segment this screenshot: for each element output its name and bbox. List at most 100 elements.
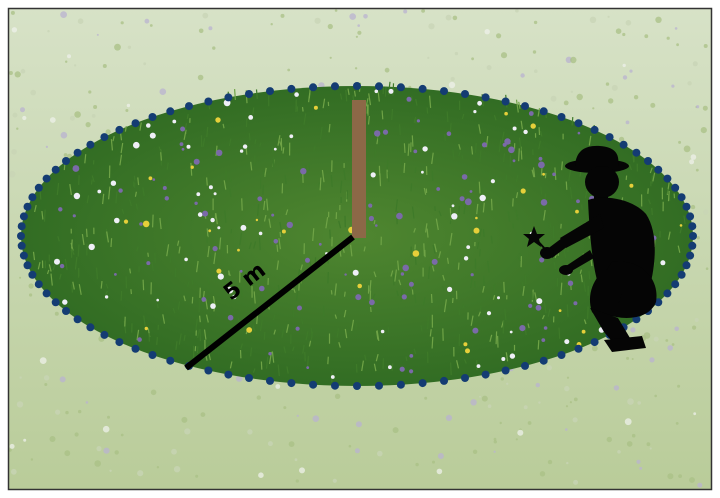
meadow-speckle xyxy=(103,448,109,454)
boundary-dot xyxy=(440,377,448,385)
wildflower xyxy=(146,261,150,265)
grass-blade xyxy=(97,268,98,280)
boundary-dot xyxy=(353,82,361,90)
wildflower xyxy=(355,294,361,300)
wildflower xyxy=(289,134,293,138)
meadow-speckle xyxy=(650,103,655,108)
meadow-speckle xyxy=(150,24,153,27)
grass-blade xyxy=(490,171,491,179)
meadow-speckle xyxy=(697,236,700,239)
wildflower xyxy=(402,294,407,299)
grass-blade xyxy=(545,173,546,178)
wildflower xyxy=(472,328,478,334)
wildflower xyxy=(463,342,467,346)
wildflower xyxy=(466,245,470,249)
wildflower xyxy=(216,269,221,274)
boundary-dot xyxy=(591,126,599,134)
wildflower xyxy=(146,123,151,128)
boundary-dot xyxy=(52,166,60,174)
meadow-speckle xyxy=(691,154,697,160)
meadow-speckle xyxy=(516,438,518,440)
grass-blade xyxy=(572,117,573,125)
meadow-speckle xyxy=(121,434,124,437)
wildflower xyxy=(54,259,60,265)
meadow-speckle xyxy=(86,401,89,404)
wildflower xyxy=(114,218,120,224)
wildflower xyxy=(475,217,478,220)
meadow-speckle xyxy=(12,27,17,32)
grass-blade xyxy=(414,118,415,123)
grass-blade xyxy=(404,143,405,153)
meadow-speckle xyxy=(349,445,352,448)
meadow-speckle xyxy=(438,453,444,459)
wildflower xyxy=(369,216,374,221)
meadow-speckle xyxy=(592,346,598,352)
wildflower xyxy=(213,246,218,251)
meadow-speckle xyxy=(86,122,91,127)
boundary-dot xyxy=(331,382,339,390)
grass-blade xyxy=(157,304,158,308)
wildflower xyxy=(180,127,185,132)
grass-blade xyxy=(153,215,154,228)
meadow-speckle xyxy=(677,385,680,388)
grass-blade xyxy=(375,151,376,158)
boundary-dot xyxy=(185,102,193,110)
meadow-speckle xyxy=(29,283,34,288)
wildflower xyxy=(465,348,470,353)
boundary-dot xyxy=(100,133,108,141)
boundary-dot xyxy=(502,367,510,375)
grass-blade xyxy=(200,316,201,323)
wildflower xyxy=(576,199,580,203)
meadow-speckle xyxy=(551,96,557,102)
boundary-dot xyxy=(331,82,339,90)
meadow-speckle xyxy=(107,416,110,419)
grass-blade xyxy=(111,238,112,247)
grass-blade xyxy=(387,160,388,172)
wildflower xyxy=(487,311,491,315)
wildflower xyxy=(210,303,216,309)
meadow-speckle xyxy=(689,477,695,483)
boundary-dot xyxy=(224,371,232,379)
meadow-speckle xyxy=(97,34,99,36)
wildflower xyxy=(538,162,545,169)
wildflower xyxy=(114,273,117,276)
meadow-speckle xyxy=(455,52,458,55)
wildflower xyxy=(396,213,403,220)
boundary-dot xyxy=(678,271,686,279)
meadow-speckle xyxy=(703,106,708,111)
meadow-speckle xyxy=(696,105,699,108)
wildflower xyxy=(196,192,200,196)
meadow-speckle xyxy=(534,21,537,24)
meadow-speckle xyxy=(524,405,528,409)
meadow-speckle xyxy=(296,479,299,482)
grass-blade xyxy=(458,263,459,270)
meadow-speckle xyxy=(287,69,290,72)
wildflower xyxy=(513,127,517,131)
wildflower xyxy=(497,296,500,299)
meadow-speckle xyxy=(328,24,333,29)
wildflower xyxy=(344,273,346,275)
meadow-speckle xyxy=(449,82,455,88)
wildflower xyxy=(413,250,420,257)
wildflower xyxy=(271,214,274,217)
wildflower xyxy=(246,327,252,333)
meadow-speckle xyxy=(667,473,673,479)
meadow-speckle xyxy=(482,396,488,402)
meadow-speckle xyxy=(617,450,621,454)
wildflower xyxy=(501,357,505,361)
grass-blade xyxy=(255,139,256,144)
wildflower xyxy=(371,172,376,177)
boundary-dot xyxy=(686,212,694,220)
wildflower xyxy=(541,338,545,342)
grass-blade xyxy=(538,340,539,349)
wildflower xyxy=(149,176,153,180)
wildflower xyxy=(182,148,185,151)
wildflower xyxy=(513,159,516,162)
meadow-speckle xyxy=(692,326,696,330)
meadow-speckle xyxy=(13,113,18,118)
wildflower xyxy=(388,365,392,369)
boundary-dot xyxy=(245,374,253,382)
meadow-speckle xyxy=(630,327,635,332)
boundary-dot xyxy=(149,351,157,359)
